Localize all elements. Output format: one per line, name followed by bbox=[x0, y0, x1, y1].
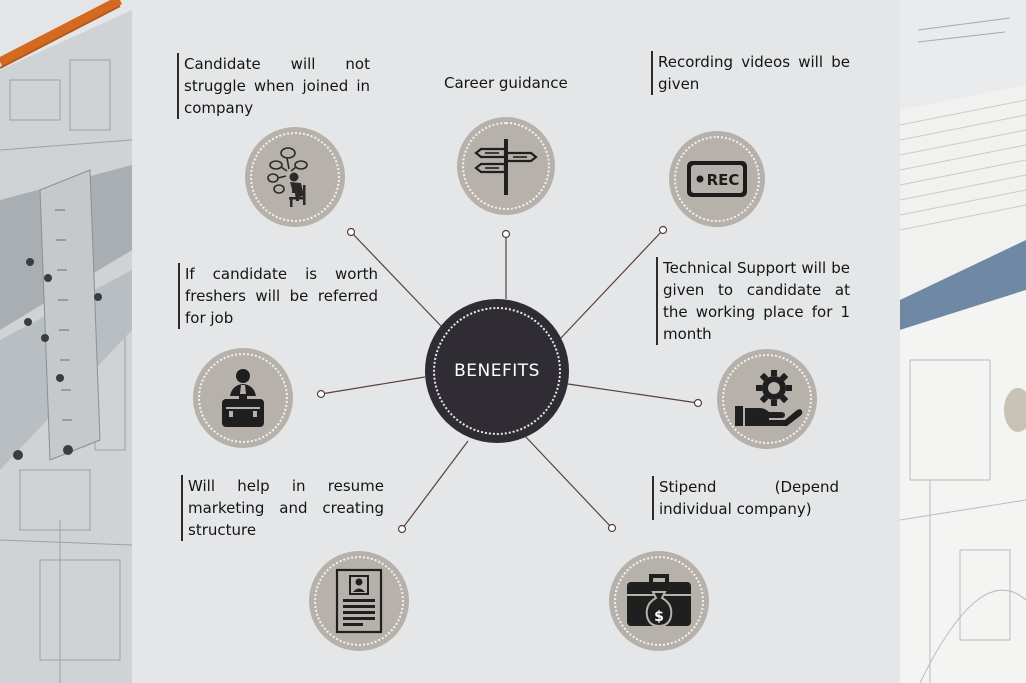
benefit-text-support: Technical Support will be given to candi… bbox=[656, 257, 850, 345]
connector-referral bbox=[320, 376, 426, 395]
signpost-icon bbox=[457, 117, 555, 215]
hub-label: BENEFITS bbox=[454, 361, 540, 381]
hand-gear-icon bbox=[717, 349, 817, 449]
connector-videos bbox=[559, 229, 664, 340]
svg-text:$: $ bbox=[654, 609, 664, 625]
benefit-text-career: Career guidance bbox=[444, 74, 568, 92]
thinking-person-icon bbox=[245, 127, 345, 227]
resume-document-icon bbox=[309, 551, 409, 651]
svg-text:REC: REC bbox=[707, 171, 740, 189]
right-background-photo bbox=[900, 0, 1026, 683]
businessman-briefcase-icon bbox=[193, 348, 293, 448]
connector-dot-referral bbox=[316, 389, 326, 399]
money-briefcase-icon: $ bbox=[609, 551, 709, 651]
connector-support bbox=[567, 383, 699, 404]
benefit-text-onboarding: Candidate will not struggle when joined … bbox=[177, 53, 370, 119]
connector-dot-career bbox=[501, 229, 511, 239]
left-background-photo bbox=[0, 0, 132, 683]
benefit-text-stipend: Stipend (Depend individual company) bbox=[652, 476, 839, 520]
benefits-hub: BENEFITS bbox=[425, 299, 569, 443]
benefit-text-videos: Recording videos will be given bbox=[651, 51, 850, 95]
benefit-text-resume: Will help in resume marketing and creati… bbox=[181, 475, 384, 541]
connector-resume bbox=[401, 440, 469, 530]
connector-dot-resume bbox=[397, 524, 407, 534]
connector-dot-stipend bbox=[607, 523, 617, 533]
connector-onboarding bbox=[350, 231, 442, 327]
connector-dot-videos bbox=[658, 225, 668, 235]
rec-icon: REC bbox=[669, 131, 765, 227]
connector-dot-support bbox=[693, 398, 703, 408]
connector-dot-onboarding bbox=[346, 227, 356, 237]
connector-stipend bbox=[523, 434, 613, 529]
benefit-text-referral: If candidate is worth freshers will be r… bbox=[178, 263, 378, 329]
